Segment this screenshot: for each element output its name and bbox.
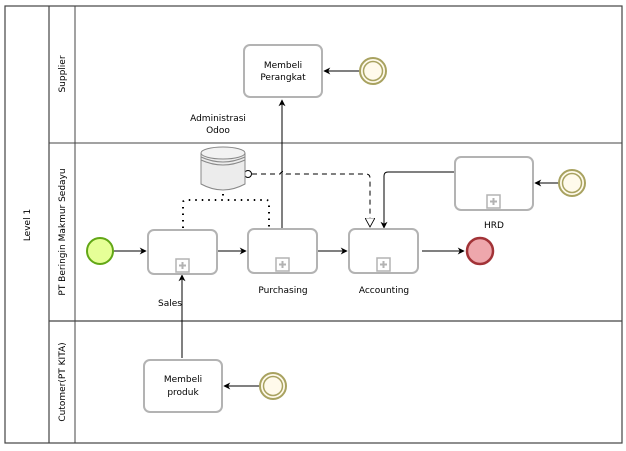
data-store-odoo[interactable]: Administrasi Odoo — [190, 114, 246, 191]
end-event[interactable] — [465, 236, 495, 266]
lane-label-pt-beringin: PT Beringin Makmur Sedayu — [58, 168, 68, 295]
expand-plus-icon[interactable] — [486, 194, 501, 209]
subprocess-hrd-label: HRD — [484, 221, 504, 231]
expand-plus-icon[interactable] — [175, 258, 190, 273]
lane-label-customer: Cutomer(PT KITA) — [58, 342, 68, 421]
task-membeli-produk-line1: Membeli — [164, 375, 202, 385]
task-membeli-perangkat[interactable]: Membeli Perangkat — [243, 44, 323, 98]
flow-hrd-to-accounting[interactable] — [380, 171, 455, 229]
lane-label-supplier: Supplier — [58, 55, 68, 92]
task-membeli-produk-line2: produk — [167, 388, 199, 398]
task-membeli-produk[interactable]: Membeli produk — [143, 359, 223, 413]
pool-label: Level 1 — [23, 209, 33, 241]
expand-plus-icon[interactable] — [376, 257, 391, 272]
subprocess-accounting[interactable]: Accounting — [348, 228, 419, 296]
lane-pt-beringin: PT Beringin Makmur Sedayu — [58, 168, 68, 295]
data-store-label-line2: Odoo — [206, 126, 230, 136]
association-datastore-to-sales-purchasing[interactable] — [182, 194, 270, 228]
intermediate-event-hrd[interactable] — [558, 169, 586, 197]
association-origin-marker — [244, 170, 252, 178]
subprocess-sales[interactable]: Sales — [147, 229, 218, 309]
lane-supplier: Supplier — [58, 55, 68, 92]
subprocess-purchasing-label: Purchasing — [258, 286, 307, 296]
lane-customer: Cutomer(PT KITA) — [58, 342, 68, 421]
task-membeli-perangkat-line2: Perangkat — [260, 73, 306, 83]
expand-plus-icon[interactable] — [275, 257, 290, 272]
subprocess-accounting-label: Accounting — [359, 286, 409, 296]
intermediate-event-supplier[interactable] — [359, 57, 387, 85]
task-membeli-perangkat-line1: Membeli — [264, 61, 302, 71]
subprocess-sales-label: Sales — [158, 299, 182, 309]
subprocess-hrd[interactable]: HRD — [454, 156, 534, 231]
association-datastore-to-accounting[interactable] — [252, 171, 370, 228]
intermediate-event-customer[interactable] — [259, 372, 287, 400]
data-store-label-line1: Administrasi — [190, 114, 246, 124]
start-event[interactable] — [86, 237, 114, 265]
subprocess-purchasing[interactable]: Purchasing — [247, 228, 318, 296]
